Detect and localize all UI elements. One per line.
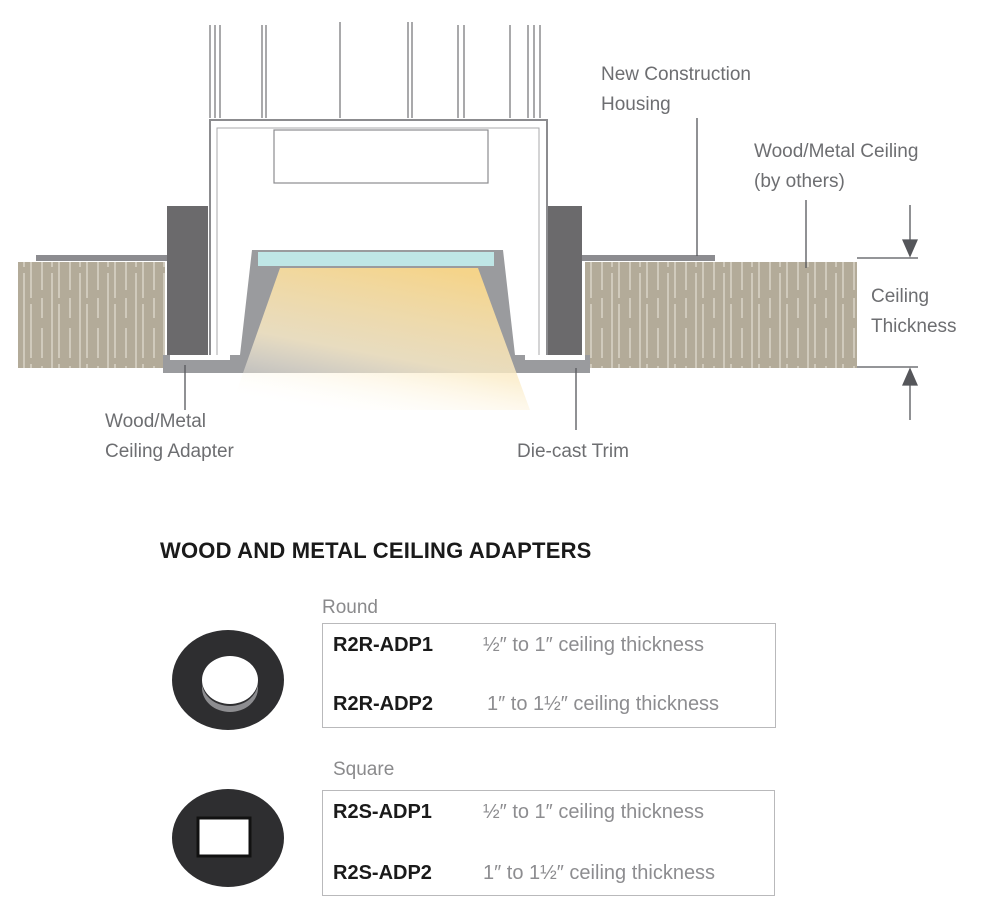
adapter-code: R2S-ADP2 [333, 862, 432, 884]
round-adapter-image [172, 630, 284, 730]
label-line: New Construction [601, 64, 751, 85]
label-line: Housing [601, 94, 671, 115]
section-heading: WOOD AND METAL CEILING ADAPTERS [160, 538, 592, 563]
label-line: Wood/Metal Ceiling [754, 141, 919, 162]
adapter-row: R2S-ADP1 ½″ to 1″ ceiling thickness [333, 801, 704, 824]
label-ceiling-thickness: Ceiling Thickness [871, 282, 957, 342]
label-line: (by others) [754, 171, 845, 192]
adapter-code: R2R-ADP1 [333, 634, 434, 656]
adapter-left [167, 206, 208, 358]
heatsink-fins [209, 22, 541, 118]
adapter-code: R2S-ADP1 [333, 801, 432, 823]
label-line: Wood/Metal [105, 411, 207, 432]
adapter-row: R2R-ADP2 1″ to 1½″ ceiling thickness [333, 693, 719, 716]
adapter-desc: ½″ to 1″ ceiling thickness [483, 634, 704, 656]
adapter-desc: 1″ to 1½″ ceiling thickness [487, 693, 720, 715]
label-wood-metal-ceiling: Wood/Metal Ceiling (by others) [754, 137, 918, 197]
lens [258, 252, 494, 266]
adapter-desc: ½″ to 1″ ceiling thickness [483, 801, 704, 823]
adapter-desc: 1″ to 1½″ ceiling thickness [483, 862, 716, 884]
label-new-construction-housing: New Construction Housing [601, 60, 751, 120]
label-line: Ceiling Adapter [105, 441, 234, 462]
adapter-row: R2S-ADP2 1″ to 1½″ ceiling thickness [333, 862, 715, 885]
ceiling-right [585, 262, 857, 368]
label-die-cast-trim: Die-cast Trim [517, 441, 629, 462]
label-line: Thickness [871, 316, 957, 337]
square-adapter-table: R2S-ADP1 ½″ to 1″ ceiling thickness R2S-A… [322, 790, 775, 896]
adapter-code: R2R-ADP2 [333, 693, 434, 715]
light-cone [230, 268, 530, 410]
ceiling-left [18, 262, 165, 368]
round-adapter-table: R2R-ADP1 ½″ to 1″ ceiling thickness R2R-A… [322, 623, 776, 728]
label-ceiling-adapter: Wood/Metal Ceiling Adapter [105, 407, 234, 467]
adapter-row: R2R-ADP1 ½″ to 1″ ceiling thickness [333, 634, 704, 657]
group-label-round: Round [322, 597, 378, 618]
square-adapter-image [172, 789, 284, 887]
label-line: Ceiling [871, 286, 930, 307]
group-label-square: Square [333, 759, 395, 780]
